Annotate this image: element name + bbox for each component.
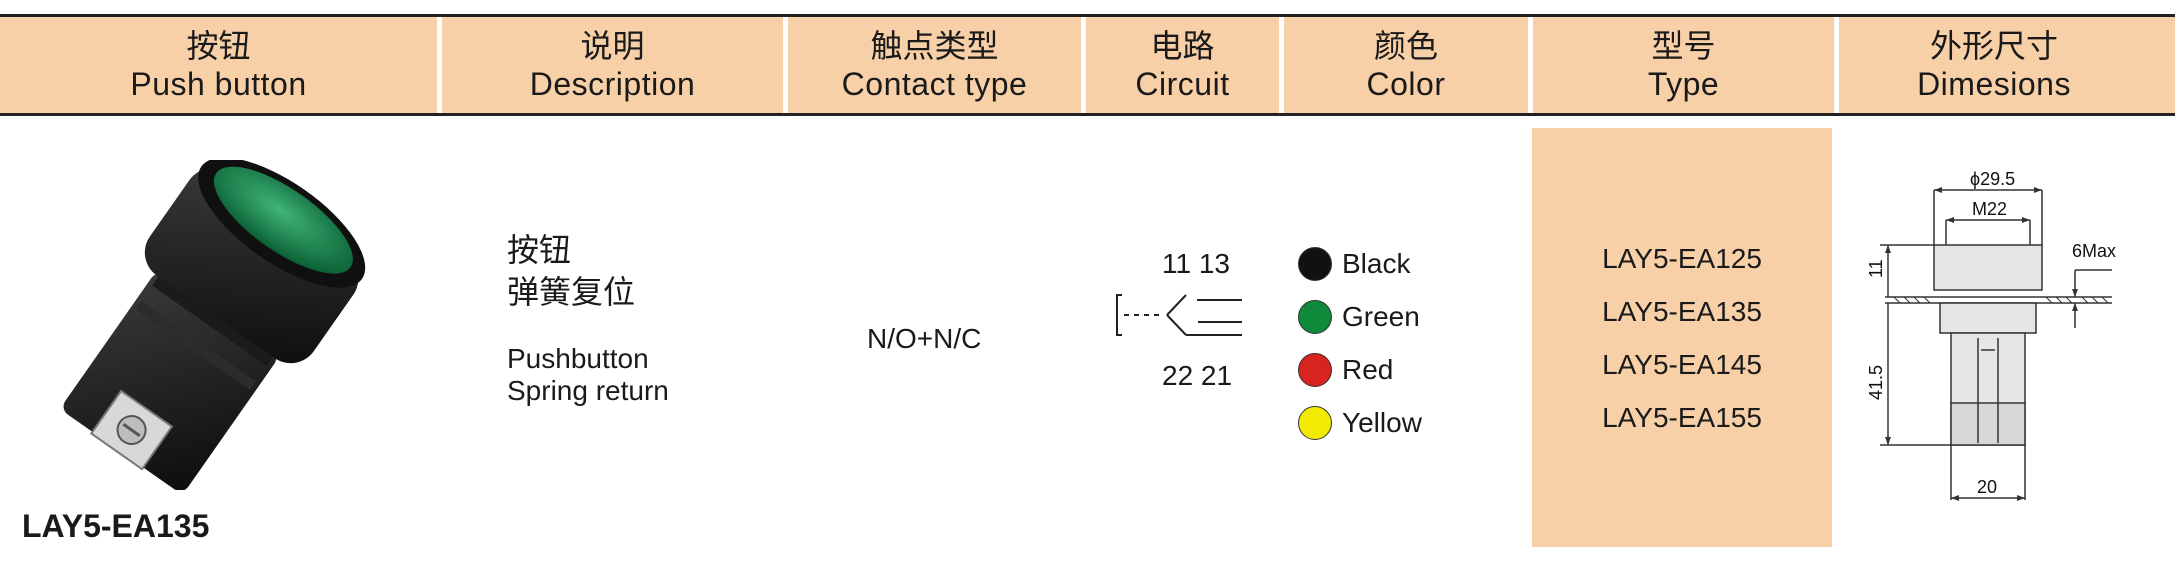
dimension-head-height-label: 11: [1866, 259, 1886, 278]
header-separator: [783, 17, 788, 113]
header-color: 颜色 Color: [1284, 17, 1528, 113]
push-button-product-image: [63, 160, 366, 490]
type-item: LAY5-EA125: [1602, 243, 1762, 274]
header-zh: 说明: [580, 26, 645, 65]
dimension-width-label: 20: [1977, 477, 1997, 497]
dimension-drawing: ϕ29.5 M22 6Max 20 11 41.5: [1866, 169, 2116, 501]
description-cell: 按钮 弹簧复位 Pushbutton Spring return: [507, 230, 669, 408]
description-zh-line: 按钮: [507, 231, 572, 269]
header-en: Description: [529, 66, 696, 102]
header-type: 型号 Type: [1533, 17, 1834, 113]
color-item: Green: [1298, 290, 1422, 343]
header-zh: 触点类型: [870, 26, 999, 65]
header-bottom-rule: [0, 113, 2175, 116]
color-item: Yellow: [1298, 396, 1422, 449]
type-list: LAY5-EA125 LAY5-EA135 LAY5-EA145 LAY5-EA…: [1532, 237, 1832, 449]
dimension-body-height-label: 41.5: [1866, 365, 1886, 400]
color-swatch-green: [1298, 299, 1332, 334]
color-swatch-black: [1298, 246, 1332, 281]
header-separator: [1279, 17, 1284, 113]
header-zh: 按钮: [186, 26, 251, 65]
header-separator: [1081, 17, 1086, 113]
header-en: Circuit: [1135, 66, 1230, 102]
color-list: Black Green Red Yellow: [1298, 237, 1422, 449]
header-separator: [1528, 17, 1533, 113]
header-zh: 外形尺寸: [1929, 26, 2058, 65]
type-column-highlight: [1532, 128, 1832, 547]
header-separator: [1834, 17, 1839, 113]
description-en: Pushbutton Spring return: [507, 343, 669, 407]
color-name: Green: [1342, 300, 1420, 332]
header-separator: [437, 17, 442, 113]
color-name: Black: [1342, 247, 1411, 279]
header-circuit: 电路 Circuit: [1086, 17, 1279, 113]
type-item: LAY5-EA135: [1602, 296, 1762, 327]
header-zh: 颜色: [1373, 26, 1438, 65]
header-dimensions: 外形尺寸 Dimesions: [1839, 17, 2149, 113]
dimension-diameter-label: ϕ29.5: [1970, 169, 2015, 189]
header-en: Push button: [130, 66, 307, 102]
color-item: Red: [1298, 343, 1422, 396]
header-en: Color: [1366, 66, 1446, 102]
header-push-button: 按钮 Push button: [0, 17, 437, 113]
description-zh-line: 弹簧复位: [507, 272, 636, 311]
header-zh: 型号: [1651, 26, 1716, 65]
color-swatch-yellow: [1298, 405, 1332, 440]
header-description: 说明 Description: [442, 17, 783, 113]
contact-type-value: N/O+N/C: [867, 323, 982, 354]
type-item: LAY5-EA145: [1602, 349, 1762, 380]
header-en: Contact type: [841, 66, 1028, 102]
header-en: Type: [1647, 66, 1720, 102]
circuit-top-terminals: 11 13: [1162, 248, 1230, 279]
header-en: Dimesions: [1917, 66, 2071, 102]
color-name: Yellow: [1342, 406, 1422, 438]
header-top-rule: [0, 14, 2175, 17]
description-en-line: Pushbutton: [507, 343, 649, 375]
color-name: Red: [1342, 353, 1394, 385]
dimension-thread-label: M22: [1972, 199, 2007, 219]
header-zh: 电路: [1150, 26, 1215, 65]
description-en-line: Spring return: [507, 375, 669, 407]
product-model-label: LAY5-EA135: [22, 508, 210, 544]
color-item: Black: [1298, 237, 1422, 290]
dimension-panel-label: 6Max: [2072, 241, 2116, 261]
circuit-diagram-icon: [1116, 294, 1242, 336]
color-swatch-red: [1298, 352, 1332, 387]
type-item: LAY5-EA155: [1602, 402, 1762, 433]
table-header: [0, 17, 2175, 113]
header-contact-type: 触点类型 Contact type: [788, 17, 1081, 113]
circuit-bottom-terminals: 22 21: [1162, 360, 1233, 391]
